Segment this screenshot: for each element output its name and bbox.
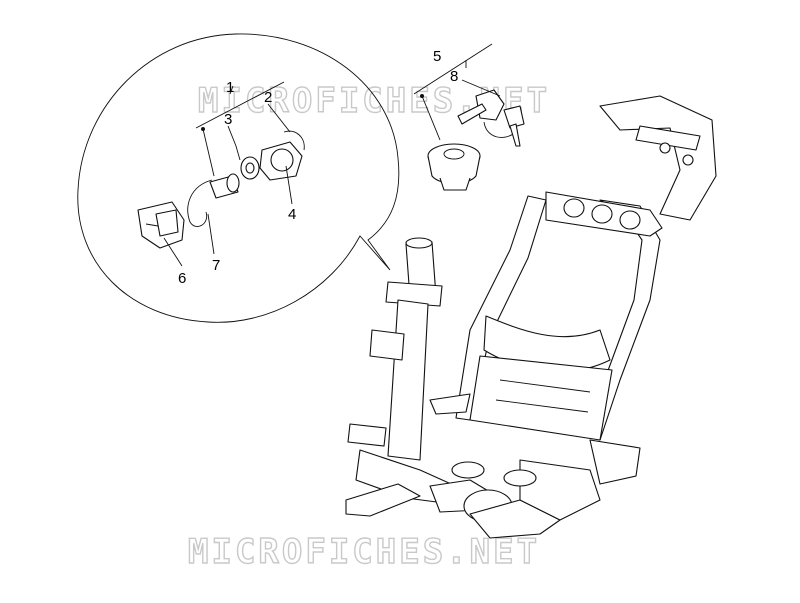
callout-4: 4 (288, 206, 296, 223)
callout-6: 6 (178, 270, 186, 287)
retaining-ring-part (283, 130, 305, 151)
callout-2: 2 (264, 89, 272, 106)
lock-cover-part (259, 141, 303, 181)
spring-clip-part (187, 179, 213, 227)
watermark-bottom: MICROFICHES.NET (188, 532, 540, 572)
callout-7: 7 (212, 257, 220, 274)
callout-5: 5 (433, 48, 441, 65)
scooter-frame (345, 95, 717, 539)
lock-housing-part (137, 201, 185, 249)
lock-barrel-part (209, 173, 240, 199)
callout-3: 3 (224, 111, 232, 128)
key-set-part (457, 89, 525, 147)
leader-lines (163, 43, 501, 267)
callout-1: 1 (226, 79, 234, 96)
detail-bubble (77, 33, 400, 323)
ignition-cap-part (427, 143, 481, 191)
callout-8: 8 (450, 68, 458, 85)
